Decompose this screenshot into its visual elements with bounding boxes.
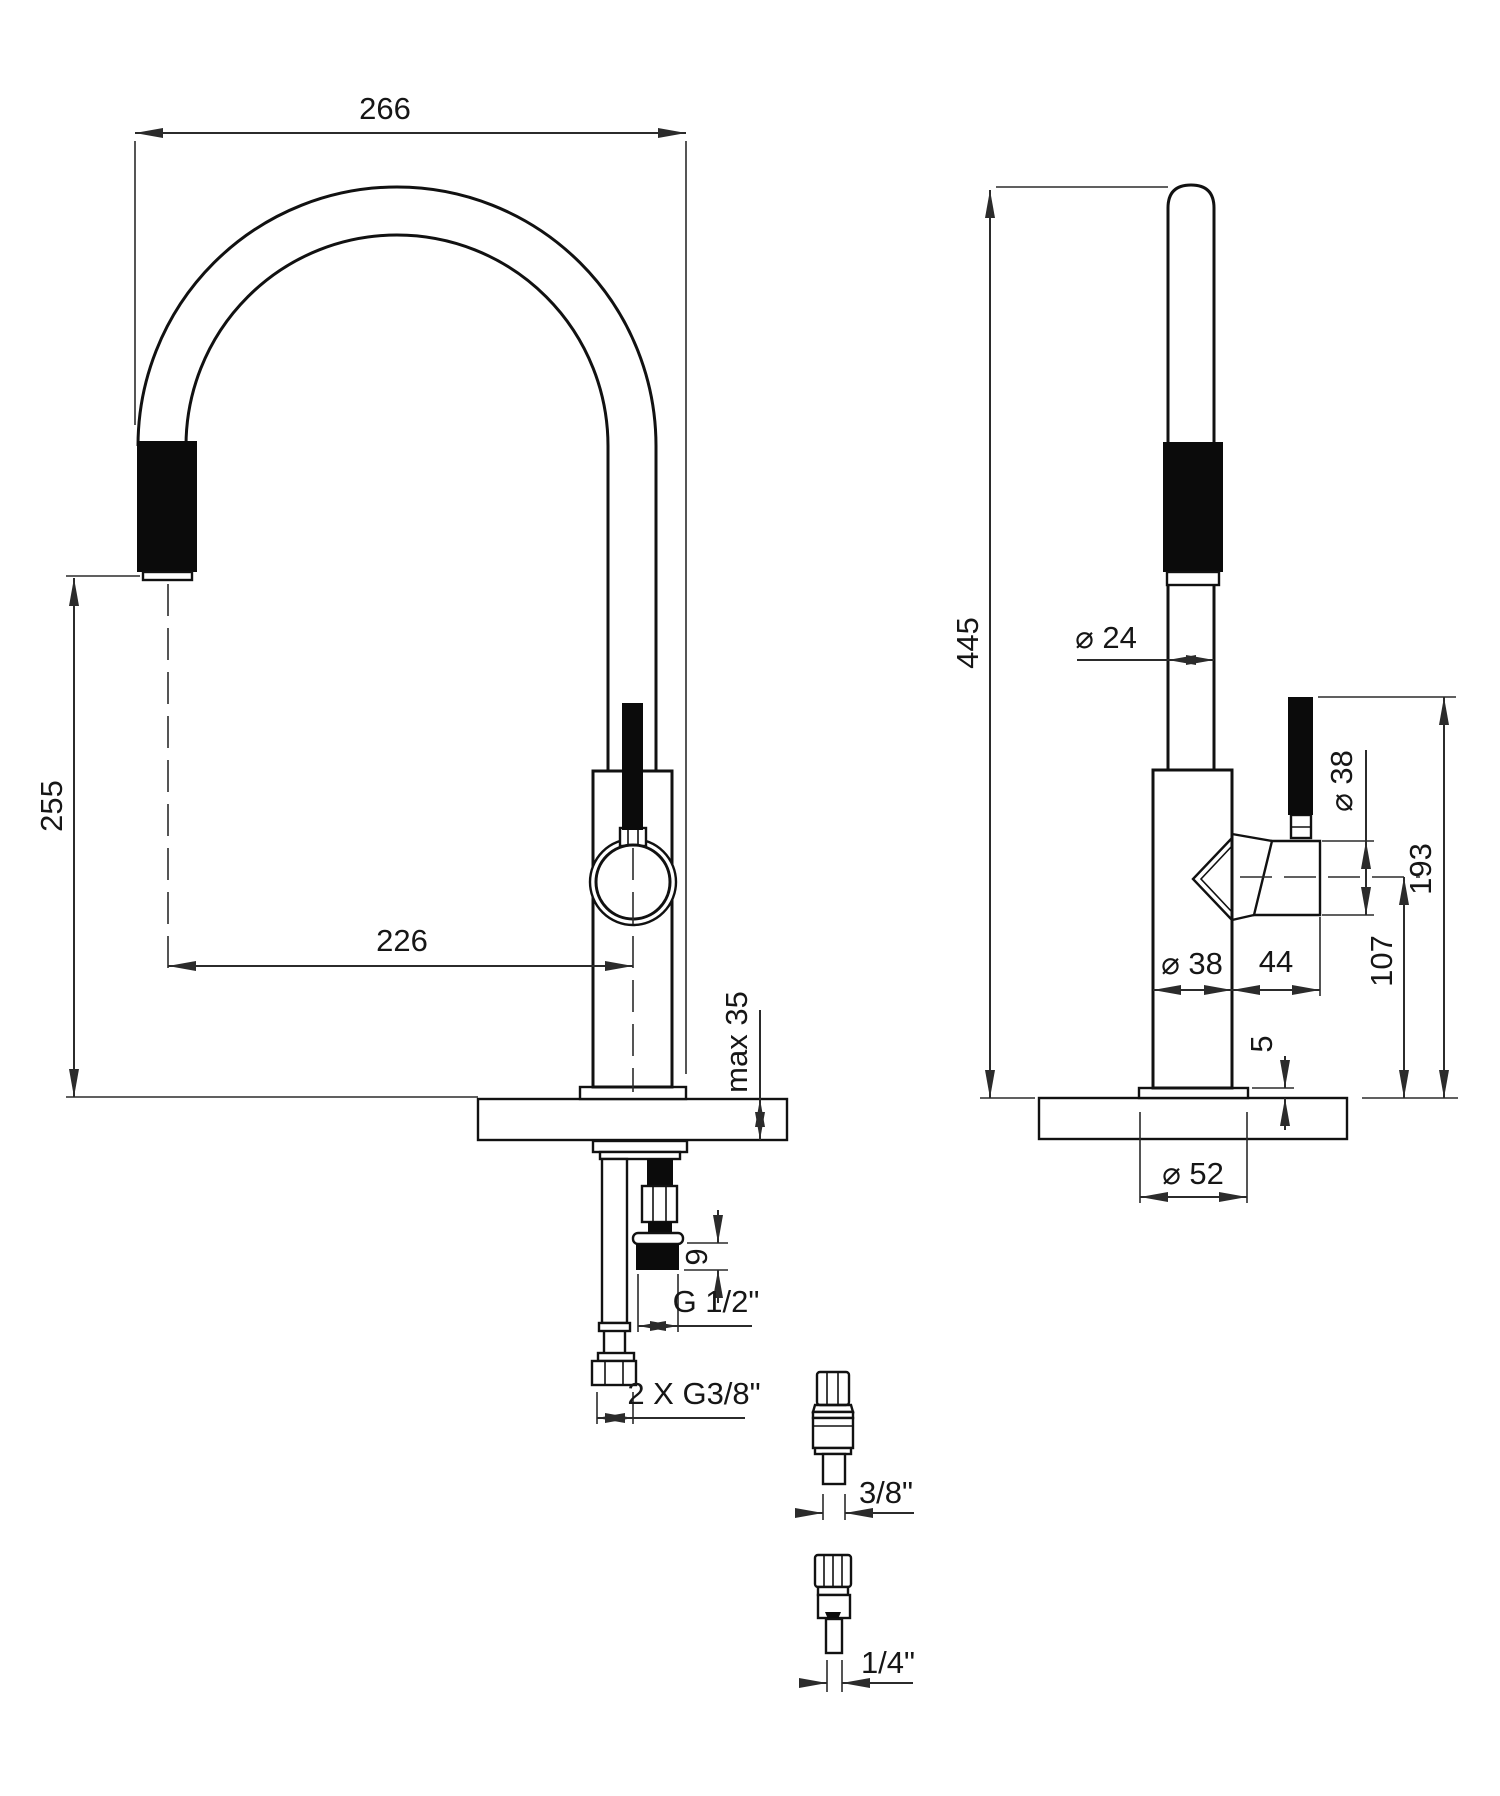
handle-hub-front <box>618 826 648 848</box>
fitting-body <box>811 1416 855 1450</box>
hex-nut-facets <box>652 1186 667 1222</box>
dim-445: 445 <box>950 186 1168 1099</box>
supply-hose <box>600 1157 629 1325</box>
extension-lines <box>66 575 478 1098</box>
dim-d38-body-and-44: ⌀ 38 44 <box>1153 917 1321 996</box>
fitting-3-8: 3/8" <box>795 1370 914 1520</box>
countertop-slab-side <box>1037 1096 1349 1141</box>
grip-ring <box>1165 570 1221 587</box>
dim-label-9: 9 <box>679 1248 714 1265</box>
dim-label-445: 445 <box>950 617 985 669</box>
dim-d24: ⌀ 24 <box>1075 620 1214 665</box>
handle-block <box>1252 839 1322 917</box>
outlet-collar <box>631 1231 685 1246</box>
extension-lines <box>822 1494 846 1520</box>
under-counter-assembly <box>590 1139 689 1387</box>
fitting-knurl-lines <box>823 1555 843 1587</box>
hose-end-nut <box>590 1359 638 1387</box>
spray-head <box>137 441 197 572</box>
hose-lower <box>602 1331 627 1353</box>
faucet-body-side <box>1151 768 1234 1090</box>
dim-label-d38-body: ⌀ 38 <box>1161 946 1223 981</box>
dim-d38-handle: ⌀ 38 <box>1322 750 1374 916</box>
dim-3-8: 3/8" <box>795 1475 914 1520</box>
shank-ring <box>648 1222 672 1233</box>
dim-1-4: 1/4" <box>799 1645 915 1692</box>
dim-label-1-4: 1/4" <box>861 1645 915 1680</box>
threaded-shank <box>647 1159 673 1186</box>
dim-label-44: 44 <box>1259 944 1293 979</box>
handle-hub-lines <box>627 830 639 845</box>
hose-sleeve <box>597 1321 632 1333</box>
handle-lever-front <box>622 703 643 830</box>
spray-head-tip <box>141 570 194 582</box>
fitting-cap <box>815 1370 851 1407</box>
dim-label-d24: ⌀ 24 <box>1075 620 1137 655</box>
dim-5: 5 <box>1244 1035 1294 1130</box>
extension-lines <box>980 186 1168 1099</box>
dim-label-226: 226 <box>376 923 428 958</box>
dim-g-half: G 1/2" <box>637 1274 760 1332</box>
dim-max-35: max 35 <box>719 991 765 1140</box>
side-view: 445 ⌀ 24 ⌀ 38 193 107 <box>950 183 1458 1203</box>
handle-lever-side <box>1288 697 1313 815</box>
grip-section <box>1163 442 1223 572</box>
dim-9: 9 <box>679 1210 728 1303</box>
spout-column-cap <box>1166 183 1216 442</box>
fitting-knurl-lines <box>826 1372 839 1405</box>
fitting-notch <box>825 1612 841 1619</box>
dim-label-107: 107 <box>1364 935 1399 987</box>
mounting-washer-2 <box>598 1150 682 1161</box>
extension-lines <box>1318 696 1458 1099</box>
dim-label-g12: G 1/2" <box>673 1284 760 1319</box>
dim-193: 193 <box>1318 696 1458 1099</box>
extension-lines <box>826 1660 843 1692</box>
fitting-tube <box>824 1617 844 1655</box>
countertop-slab-front <box>476 1097 789 1142</box>
hose-nut-facets <box>604 1361 624 1385</box>
dim-266: 266 <box>134 91 686 425</box>
spout-arc-outline <box>136 185 658 771</box>
dim-label-d52: ⌀ 52 <box>1162 1156 1224 1191</box>
dim-label-266: 266 <box>359 91 411 126</box>
mounting-washer <box>591 1139 689 1154</box>
fitting-tube <box>821 1452 847 1486</box>
fitting-1-4: 1/4" <box>799 1553 915 1692</box>
handle-block-slants <box>1231 832 1273 922</box>
dim-255: 255 <box>34 575 478 1098</box>
dim-label-max35: max 35 <box>719 991 754 1093</box>
spout-column-lower <box>1166 585 1216 770</box>
valve-chevron-inner <box>1199 845 1233 913</box>
dim-label-255: 255 <box>34 780 69 832</box>
dim-226: 226 <box>168 923 633 971</box>
dim-label-d38-handle: ⌀ 38 <box>1324 750 1359 812</box>
dim-2xg38: 2 X G3/8" <box>596 1376 761 1424</box>
dim-label-193: 193 <box>1403 843 1438 895</box>
dim-label-2xg38: 2 X G3/8" <box>627 1376 760 1411</box>
hex-nut <box>640 1184 679 1224</box>
extension-lines <box>1139 1112 1248 1203</box>
dim-d52: ⌀ 52 <box>1139 1112 1248 1203</box>
dim-107: 107 <box>1364 877 1409 1098</box>
valve-chevron-outer <box>1191 837 1233 921</box>
outlet-thread <box>636 1244 679 1270</box>
dim-label-5: 5 <box>1244 1035 1279 1052</box>
front-view: 266 255 226 max 35 9 <box>34 91 789 1424</box>
dim-label-3-8: 3/8" <box>859 1475 913 1510</box>
